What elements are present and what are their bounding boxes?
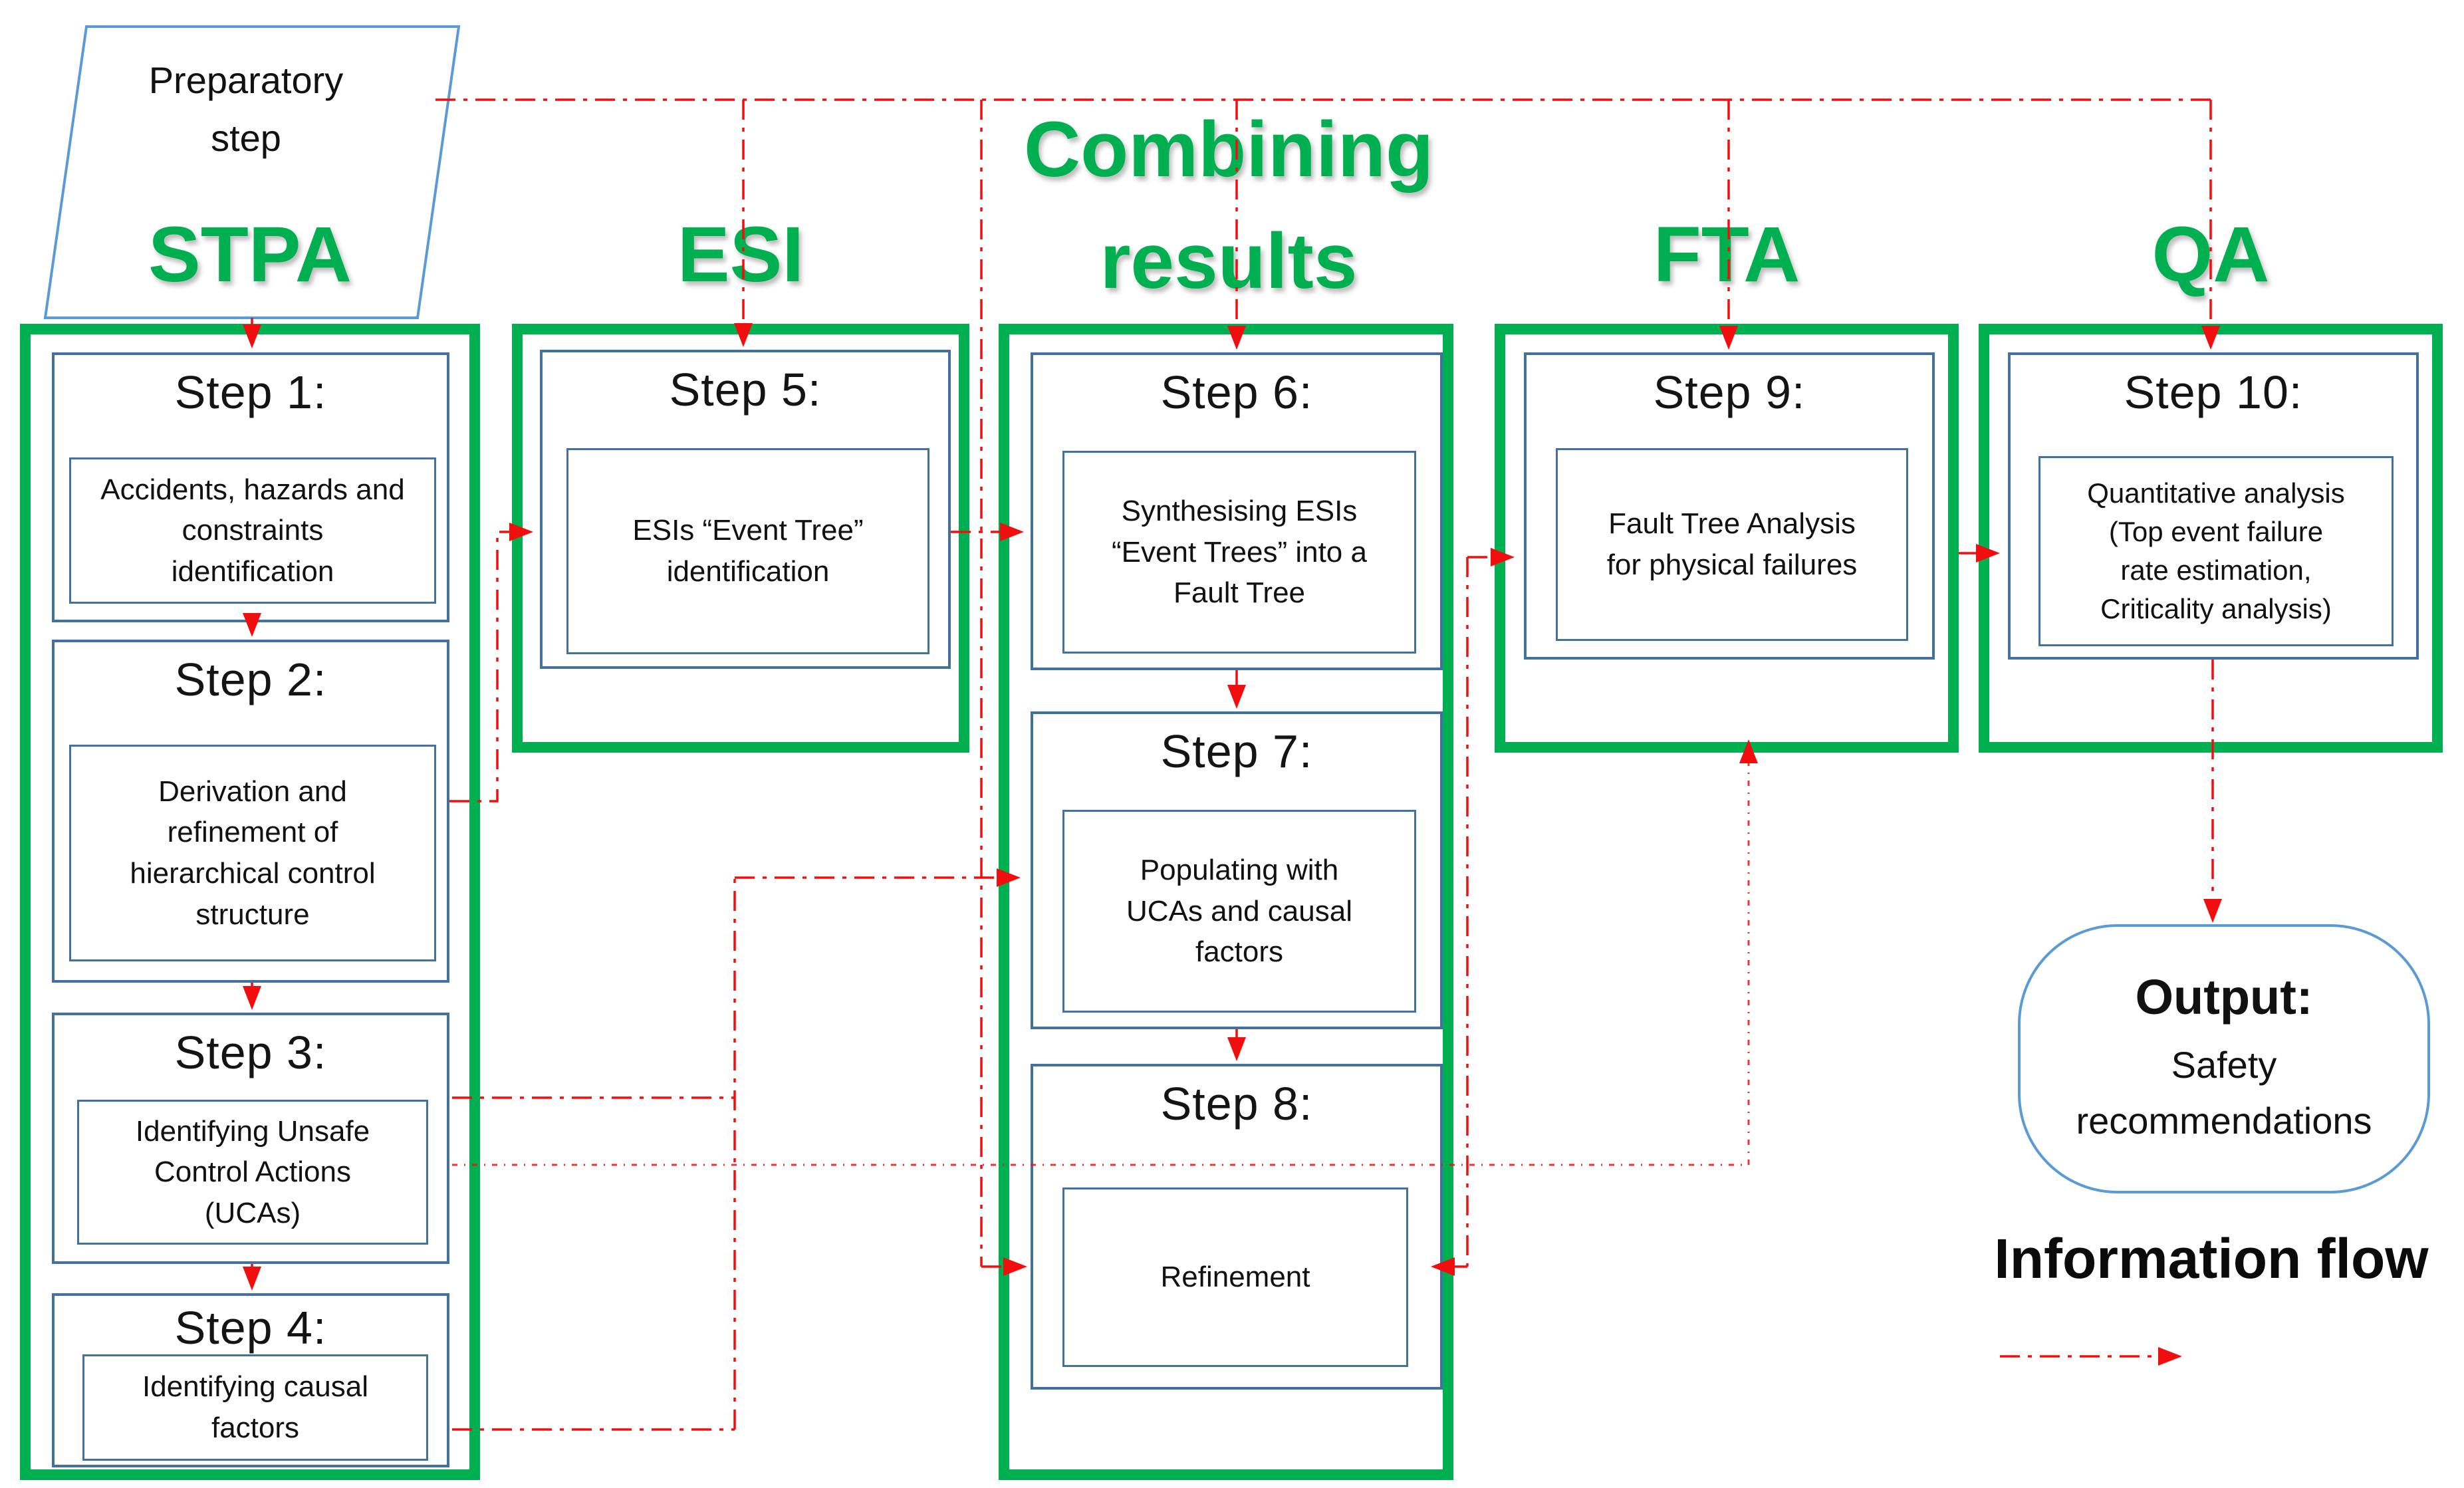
- legend-arrow-icon: [2158, 1347, 2182, 1366]
- step-4-body: Identifying causal factors: [82, 1354, 428, 1461]
- step-7-box: Step 7: Populating with UCAs and causal …: [1031, 711, 1443, 1029]
- step-9-body: Fault Tree Analysis for physical failure…: [1556, 448, 1908, 641]
- step-3-title: Step 3:: [174, 1027, 327, 1078]
- step-6-body: Synthesising ESIs “Event Trees” into a F…: [1062, 451, 1416, 654]
- step-5-box: Step 5: ESIs “Event Tree” identification: [540, 350, 951, 669]
- header-qa: QA: [2152, 211, 2270, 299]
- step-8-title: Step 8:: [1160, 1078, 1313, 1130]
- step-5-title: Step 5:: [669, 364, 822, 416]
- step-9-box: Step 9: Fault Tree Analysis for physical…: [1524, 352, 1935, 660]
- step-10-box: Step 10: Quantitative analysis (Top even…: [2008, 352, 2419, 660]
- step-2-title: Step 2:: [174, 654, 327, 705]
- step-1-title: Step 1:: [174, 366, 327, 418]
- esi-group-box: [512, 324, 969, 753]
- header-stpa: STPA: [148, 211, 352, 299]
- output-body: Safety recommendations: [2076, 1044, 2372, 1142]
- step-7-title: Step 7:: [1160, 725, 1313, 777]
- output-node: Output: Safety recommendations: [2018, 924, 2430, 1193]
- arrowhead-output-icon: [2203, 899, 2222, 923]
- step-10-body: Quantitative analysis (Top event failure…: [2038, 456, 2394, 646]
- step-4-box: Step 4: Identifying causal factors: [52, 1293, 449, 1467]
- output-title: Output:: [2135, 969, 2313, 1025]
- step-8-box: Step 8: Refinement: [1031, 1064, 1443, 1390]
- step-1-body: Accidents, hazards and constraints ident…: [69, 457, 436, 604]
- step-4-title: Step 4:: [174, 1302, 327, 1354]
- step-8-body: Refinement: [1062, 1187, 1408, 1367]
- header-fta: FTA: [1653, 211, 1800, 299]
- step-6-title: Step 6:: [1160, 366, 1313, 418]
- step-1-box: Step 1: Accidents, hazards and constrain…: [52, 352, 449, 622]
- preparatory-step-node: Preparatory step: [126, 52, 366, 168]
- step-7-body: Populating with UCAs and causal factors: [1062, 810, 1416, 1013]
- preparatory-step-label: Preparatory step: [148, 59, 344, 159]
- step-2-box: Step 2: Derivation and refinement of hie…: [52, 640, 449, 983]
- step-3-box: Step 3: Identifying Unsafe Control Actio…: [52, 1013, 449, 1264]
- step-9-title: Step 9:: [1653, 366, 1806, 418]
- step-10-title: Step 10:: [2124, 366, 2303, 418]
- legend-label: Information flow: [1994, 1227, 2429, 1290]
- header-combining: Combining results: [1023, 106, 1434, 305]
- step-2-body: Derivation and refinement of hierarchica…: [69, 745, 436, 961]
- step-6-box: Step 6: Synthesising ESIs “Event Trees” …: [1031, 352, 1443, 670]
- step-3-body: Identifying Unsafe Control Actions (UCAs…: [77, 1100, 428, 1245]
- step-5-body: ESIs “Event Tree” identification: [566, 448, 929, 654]
- header-esi: ESI: [677, 211, 804, 299]
- combining-group-box: [999, 324, 1453, 1480]
